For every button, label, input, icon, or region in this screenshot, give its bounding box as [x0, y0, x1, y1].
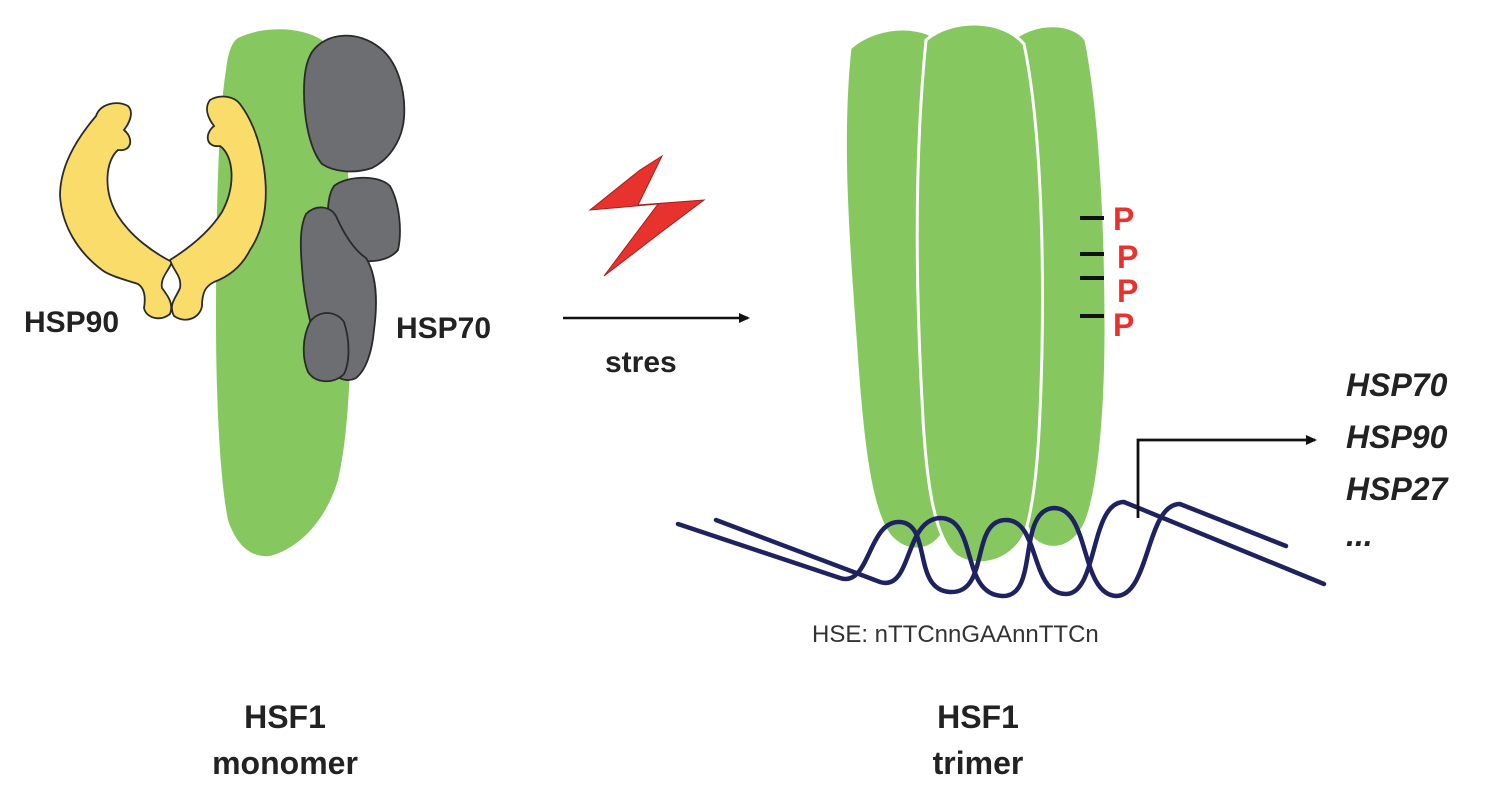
monomer-caption: HSF1 monomer [212, 699, 358, 781]
target-gene-label: HSP27 [1346, 471, 1450, 507]
transcription-arrow-line [1136, 435, 1317, 518]
trimer-caption-line2: trimer [933, 745, 1024, 781]
dna-helix [675, 499, 1327, 599]
hsp90-left-subunit [59, 102, 174, 320]
phospho-label: P [1117, 273, 1138, 309]
hsp90-label: HSP90 [24, 306, 119, 339]
stress-label: stres [605, 346, 677, 379]
phospho-label: P [1113, 307, 1134, 343]
target-gene-label: ... [1346, 517, 1373, 553]
monomer-caption-line2: monomer [212, 745, 358, 781]
hsp70-complex [299, 34, 406, 383]
trimer-caption-line1: HSF1 [937, 699, 1019, 735]
target-genes-list: HSP70 HSP90 HSP27 ... [1346, 367, 1450, 553]
hse-sequence-label: HSE: nTTCnnGAAnnTTCn [812, 621, 1099, 648]
dna-strand-b [713, 501, 1289, 599]
hsp70-bottom-lobe [302, 312, 350, 383]
monomer-caption-line1: HSF1 [244, 699, 326, 735]
dna-strand-a [675, 499, 1327, 597]
hsp90-dimer [59, 95, 267, 321]
stress-transition: stres [563, 154, 750, 379]
phospho-label: P [1117, 239, 1138, 275]
target-gene-label: HSP90 [1346, 419, 1448, 455]
hsp70-label: HSP70 [396, 312, 491, 345]
hsf1-trimer-center-monomer [915, 22, 1044, 565]
lightning-bolt-icon [588, 154, 706, 277]
hsf1-monomer-group: HSP90 HSP70 [24, 29, 491, 557]
hsp90-right-subunit [168, 95, 267, 321]
trimer-caption: HSF1 trimer [933, 699, 1024, 781]
target-gene-label: HSP70 [1346, 367, 1448, 403]
phospho-label: P [1113, 201, 1134, 237]
phosphorylation-sites: P P P P [1080, 201, 1138, 343]
hsp70-upper-lobe [303, 34, 406, 173]
hsf1-trimer-group: P P P P [843, 22, 1138, 565]
transcription-arrow [1136, 435, 1317, 518]
